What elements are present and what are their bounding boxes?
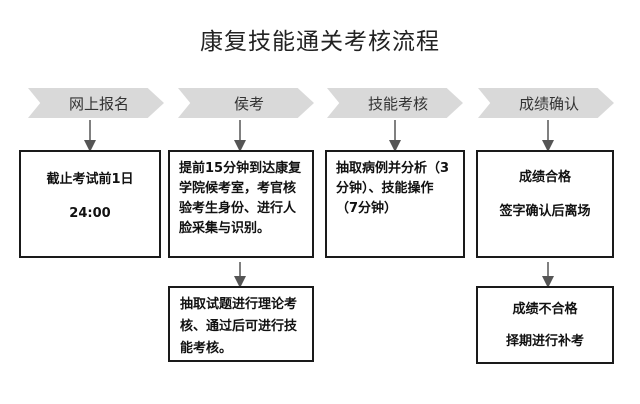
step-skill-exam: 技能考核: [327, 88, 463, 118]
step-wait: 侯考: [178, 88, 314, 118]
box-pass: 成绩合格 签字确认后离场: [476, 150, 614, 258]
box-theory-exam: 抽取试题进行理论考核、通过后可进行技能考核。: [168, 286, 314, 362]
box-arrival-check: 提前15分钟到达康复学院候考室，考官核验考生身份、进行人脸采集与识别。: [168, 150, 314, 258]
step-signup: 网上报名: [28, 88, 164, 118]
box-case-analysis: 抽取病例并分析（3分钟）、技能操作（7分钟）: [325, 150, 465, 258]
box-fail: 成绩不合格 择期进行补考: [476, 286, 614, 364]
diagram-title: 康复技能通关考核流程: [200, 29, 440, 55]
step-result-confirm: 成绩确认: [478, 88, 614, 118]
box-deadline: 截止考试前1日 24:00: [19, 150, 161, 258]
